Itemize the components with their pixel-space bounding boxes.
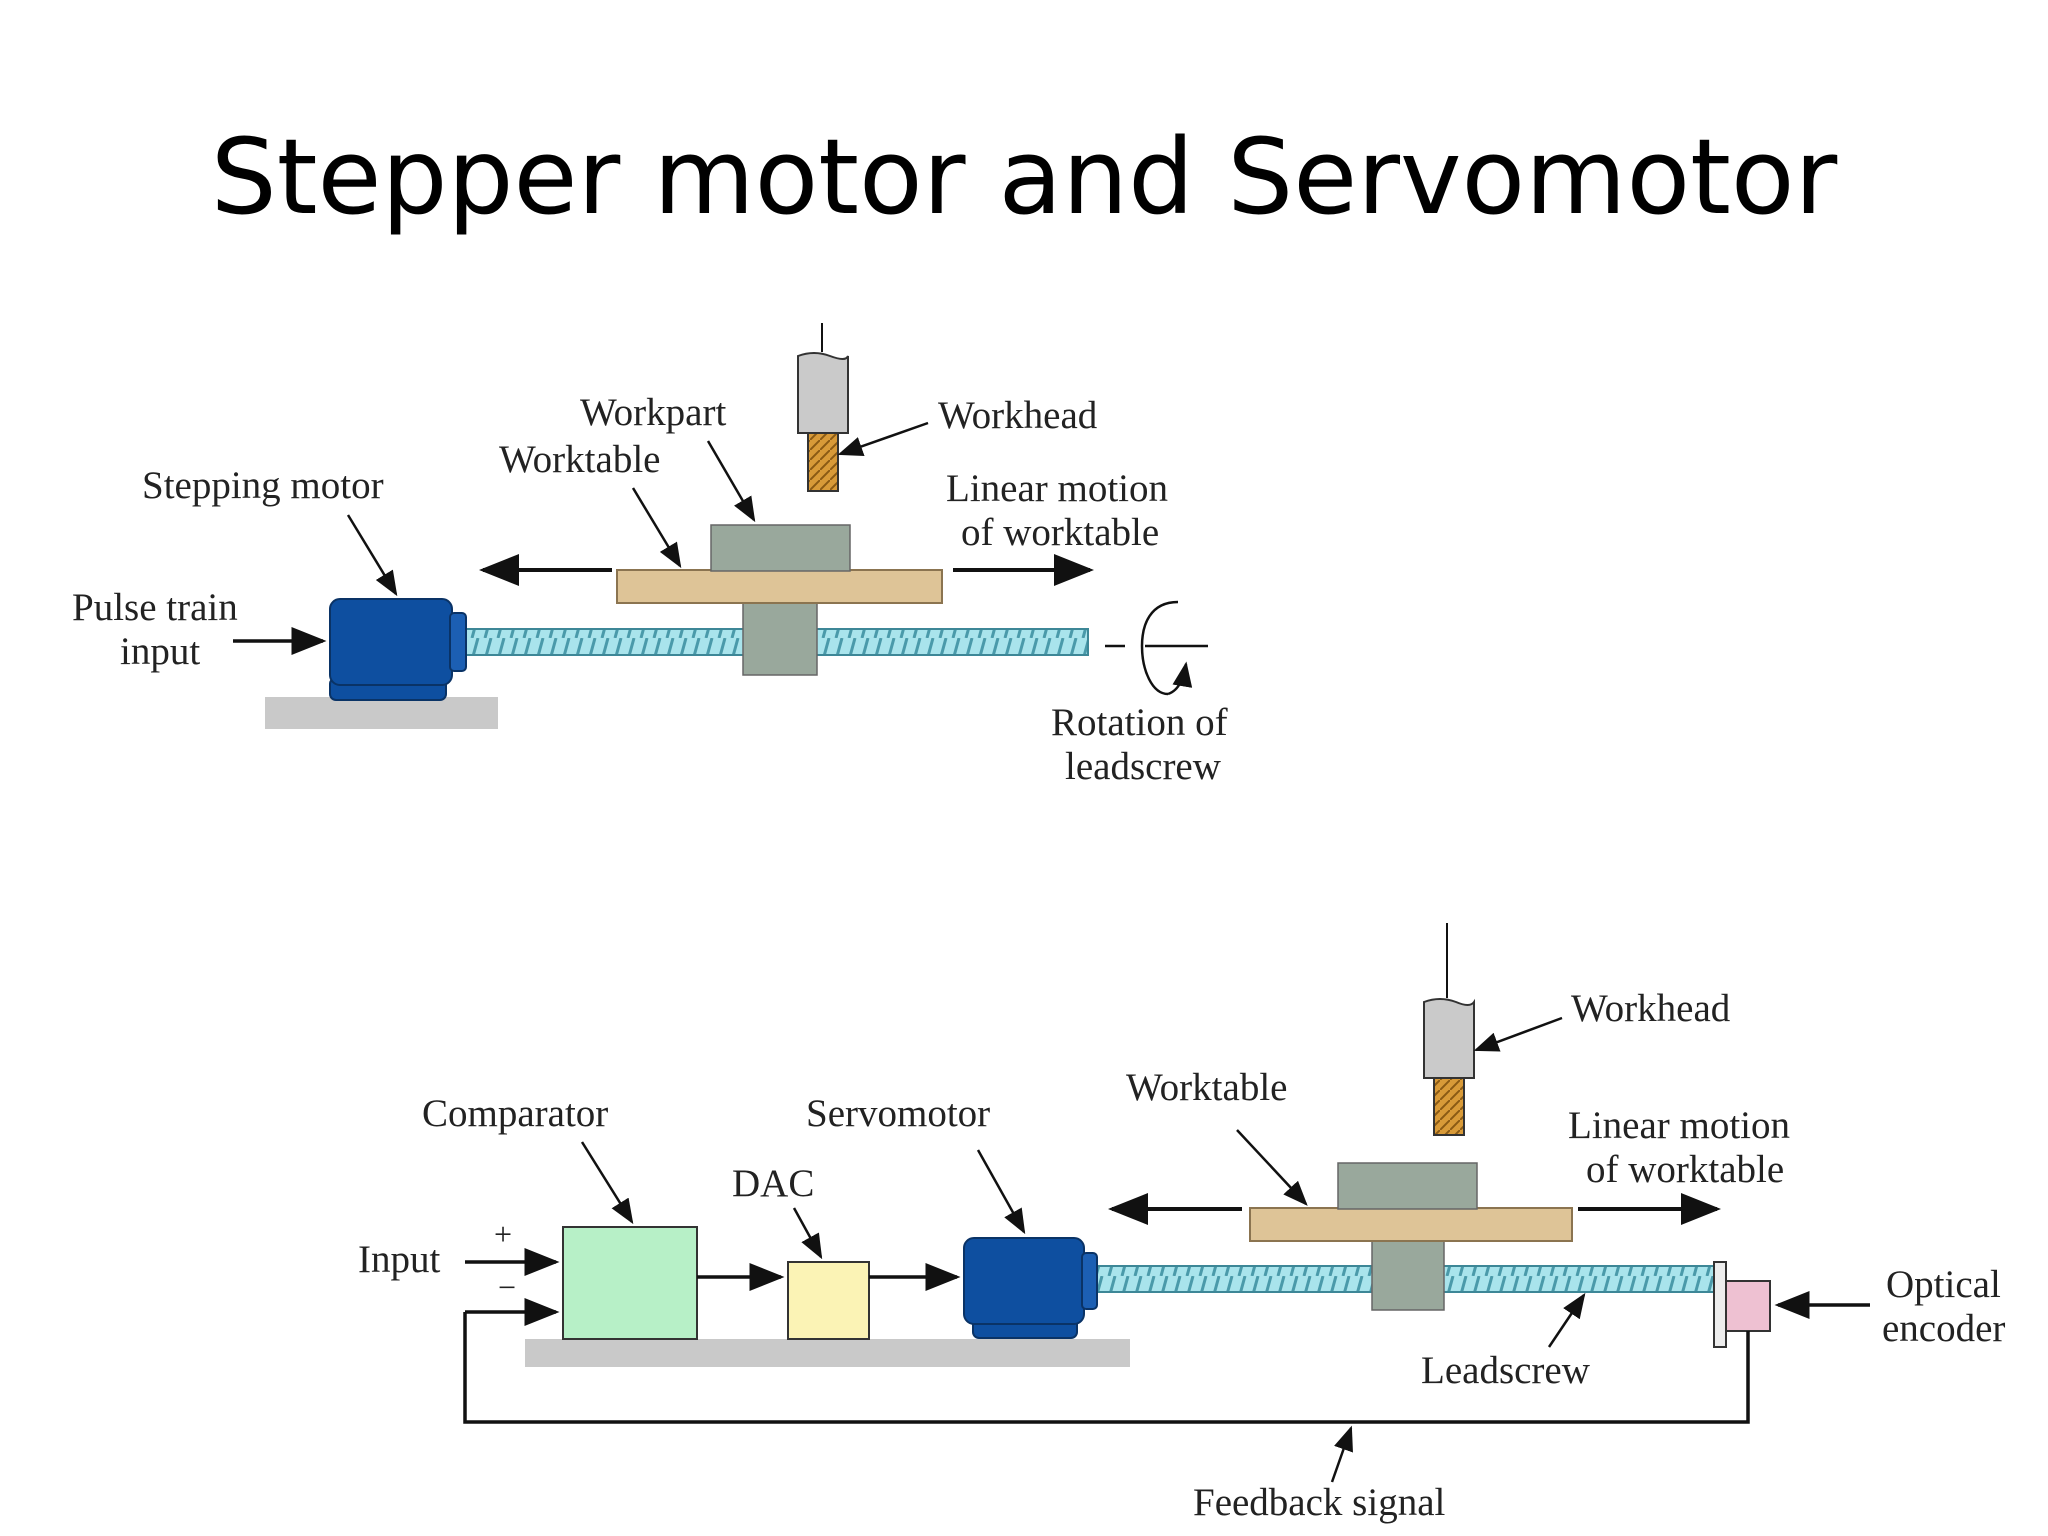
label-linear-motion-servo: Linear motion bbox=[1568, 1104, 1790, 1147]
label-plus: + bbox=[494, 1216, 512, 1252]
leader-stepping-motor bbox=[346, 514, 398, 597]
leader-workhead-servo bbox=[1473, 1016, 1563, 1052]
stepper-nut bbox=[742, 600, 818, 676]
leader-workpart bbox=[706, 440, 756, 523]
label-dac: DAC bbox=[732, 1162, 814, 1205]
stepper-workpart bbox=[710, 524, 851, 572]
servo-worktable bbox=[1249, 1207, 1573, 1242]
leader-leadscrew bbox=[1547, 1292, 1586, 1348]
optical-encoder bbox=[1713, 1261, 1771, 1348]
label-pulse-train: Pulse train bbox=[72, 586, 238, 629]
stepper-workhead bbox=[797, 323, 849, 492]
label-optical: Optical bbox=[1886, 1263, 2001, 1306]
label-stepping-motor: Stepping motor bbox=[142, 464, 384, 507]
leader-servomotor bbox=[976, 1149, 1026, 1235]
label-leadscrew-rotation: leadscrew bbox=[1065, 745, 1221, 788]
stepper-diagram: Stepping motor Pulse train input Worktab… bbox=[72, 323, 1228, 788]
label-of-worktable-servo: of worktable bbox=[1586, 1148, 1784, 1191]
stepper-worktable bbox=[616, 569, 943, 604]
label-input: Input bbox=[358, 1238, 440, 1281]
servo-nut bbox=[1371, 1237, 1445, 1311]
label-of-worktable: of worktable bbox=[961, 511, 1159, 554]
label-feedback-signal: Feedback signal bbox=[1193, 1481, 1446, 1524]
label-rotation-of: Rotation of bbox=[1051, 701, 1228, 744]
stepping-motor bbox=[329, 598, 467, 701]
leader-worktable-servo bbox=[1236, 1129, 1308, 1206]
stepper-base bbox=[265, 697, 498, 729]
servomotor bbox=[963, 1237, 1098, 1339]
label-pulse-input: input bbox=[120, 630, 200, 673]
leader-feedback-signal bbox=[1330, 1425, 1353, 1483]
label-leadscrew-servo: Leadscrew bbox=[1421, 1349, 1590, 1392]
label-workpart: Workpart bbox=[580, 391, 726, 434]
leader-dac bbox=[792, 1207, 823, 1260]
label-minus: − bbox=[498, 1269, 516, 1305]
dac-block bbox=[787, 1261, 870, 1340]
slide-title: Stepper motor and Servomotor bbox=[210, 116, 1838, 238]
rotation-symbol-icon bbox=[1105, 600, 1208, 696]
servo-workpart bbox=[1337, 1162, 1478, 1210]
label-encoder: encoder bbox=[1882, 1307, 2005, 1350]
feedback-loop-line bbox=[463, 1312, 1750, 1424]
label-comparator: Comparator bbox=[422, 1092, 608, 1135]
leader-comparator bbox=[580, 1141, 634, 1225]
label-linear-motion: Linear motion bbox=[946, 467, 1168, 510]
servo-workhead bbox=[1423, 923, 1475, 1136]
label-worktable-servo: Worktable bbox=[1126, 1066, 1287, 1109]
label-workhead: Workhead bbox=[938, 394, 1098, 437]
leader-workhead bbox=[837, 421, 929, 456]
label-servomotor: Servomotor bbox=[806, 1092, 990, 1135]
servo-diagram: Comparator Servomotor DAC Input + − Work… bbox=[358, 923, 2005, 1524]
label-worktable: Worktable bbox=[499, 438, 660, 481]
label-workhead-servo: Workhead bbox=[1571, 987, 1731, 1030]
comparator-block bbox=[562, 1226, 698, 1340]
leader-worktable bbox=[631, 487, 682, 569]
servo-base bbox=[525, 1339, 1130, 1367]
